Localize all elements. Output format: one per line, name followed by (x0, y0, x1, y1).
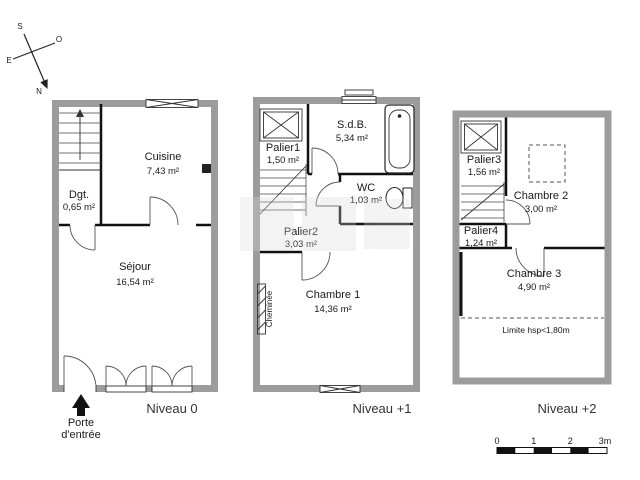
room-area-wc: 1,03 m² (350, 195, 382, 206)
room-name-palier4: Palier4 (464, 225, 498, 237)
roof-window-icon (259, 108, 303, 142)
chimney-icon (257, 283, 266, 335)
room-name-palier3: Palier3 (467, 154, 501, 166)
scale-bar: 0 1 2 3m (494, 436, 611, 454)
room-name-cuisine: Cuisine (145, 151, 182, 163)
window-icon (341, 89, 377, 105)
floor-plan-niveau-2: Palier3 1,56 m² Chambre 2 3,00 m² Palier… (452, 110, 612, 385)
scale-tick-2: 2 (568, 436, 573, 446)
outer-wall (52, 100, 218, 392)
compass-letter-e: E (6, 56, 11, 65)
door-swing (515, 247, 545, 277)
bathtub-icon (384, 104, 415, 174)
scale-tick-0: 0 (494, 436, 499, 446)
window-icon (151, 365, 193, 394)
compass-arrowhead (40, 79, 48, 89)
chimney-label: Cheminée (265, 290, 274, 327)
room-area-sdb: 5,34 m² (336, 133, 368, 144)
room-area-chambre2: 3,00 m² (525, 204, 557, 215)
room-name-sdb: S.d.B. (337, 119, 367, 131)
room-name-chambre1: Chambre 1 (306, 289, 360, 301)
room-area-chambre1: 14,36 m² (314, 304, 352, 315)
staircase (259, 164, 307, 216)
appliance-marker (202, 164, 211, 173)
floor-plan-niveau-0: Cuisine 7,43 m² Dgt. 0,65 m² Séjour 16,5… (52, 98, 218, 394)
interior-walls (59, 104, 211, 227)
scale-tick-1: 1 (531, 436, 536, 446)
room-area-palier3: 1,56 m² (468, 167, 500, 178)
window-icon (105, 365, 147, 394)
staircase (59, 109, 101, 164)
room-area-cuisine: 7,43 m² (147, 166, 179, 177)
door-swing (149, 196, 179, 226)
room-name-chambre2: Chambre 2 (514, 190, 568, 202)
door-swing (301, 251, 331, 281)
height-limit-label: Limite hsp<1,80m (502, 325, 569, 335)
room-name-dgt: Dgt. (69, 189, 89, 201)
entrance-label-line1: Porte (68, 417, 94, 429)
level-label-niveau-0: Niveau 0 (146, 401, 197, 416)
entrance-annotation: Porte d'entrée (61, 394, 101, 441)
window-icon (145, 98, 199, 109)
room-area-palier4: 1,24 m² (465, 238, 497, 249)
compass-letter-o: O (56, 35, 62, 44)
roof-window-icon (460, 120, 502, 154)
scale-tick-3: 3m (599, 436, 612, 446)
room-area-palier1: 1,50 m² (267, 155, 299, 166)
compass-letter-s: S (17, 22, 22, 31)
roof-window-dashed (528, 144, 566, 183)
room-name-sejour: Séjour (119, 261, 151, 273)
room-name-palier1: Palier1 (266, 142, 300, 154)
level-label-niveau-2: Niveau +2 (538, 401, 597, 416)
entrance-label-line2: d'entrée (61, 429, 100, 441)
staircase (460, 182, 505, 222)
room-area-palier2: 3,03 m² (285, 239, 317, 250)
level-labels: Niveau 0 Niveau +1 Niveau +2 (146, 401, 596, 416)
room-area-sejour: 16,54 m² (116, 277, 154, 288)
window-icon (319, 384, 361, 394)
room-area-chambre3: 4,90 m² (518, 282, 550, 293)
compass-letter-n: N (36, 87, 42, 96)
door-swing (315, 181, 341, 207)
door-swing (505, 199, 531, 225)
watermark (240, 197, 410, 251)
room-area-dgt: 0,65 m² (63, 202, 95, 213)
level-label-niveau-1: Niveau +1 (353, 401, 412, 416)
room-name-wc: WC (357, 182, 375, 194)
entrance-door (63, 355, 97, 394)
room-name-chambre3: Chambre 3 (507, 268, 561, 280)
interior-walls (459, 117, 605, 316)
room-name-palier2: Palier2 (284, 226, 318, 238)
door-swing (311, 147, 339, 175)
compass-rose: S O E N (6, 22, 62, 96)
interior-walls (260, 104, 413, 254)
floor-plan-niveau-1: Cheminée Palier1 1,50 m² S.d.B. 5,34 m² … (253, 89, 420, 394)
toilet-icon (385, 187, 413, 209)
entrance-arrow-icon (72, 394, 90, 416)
door-swing (69, 224, 96, 251)
